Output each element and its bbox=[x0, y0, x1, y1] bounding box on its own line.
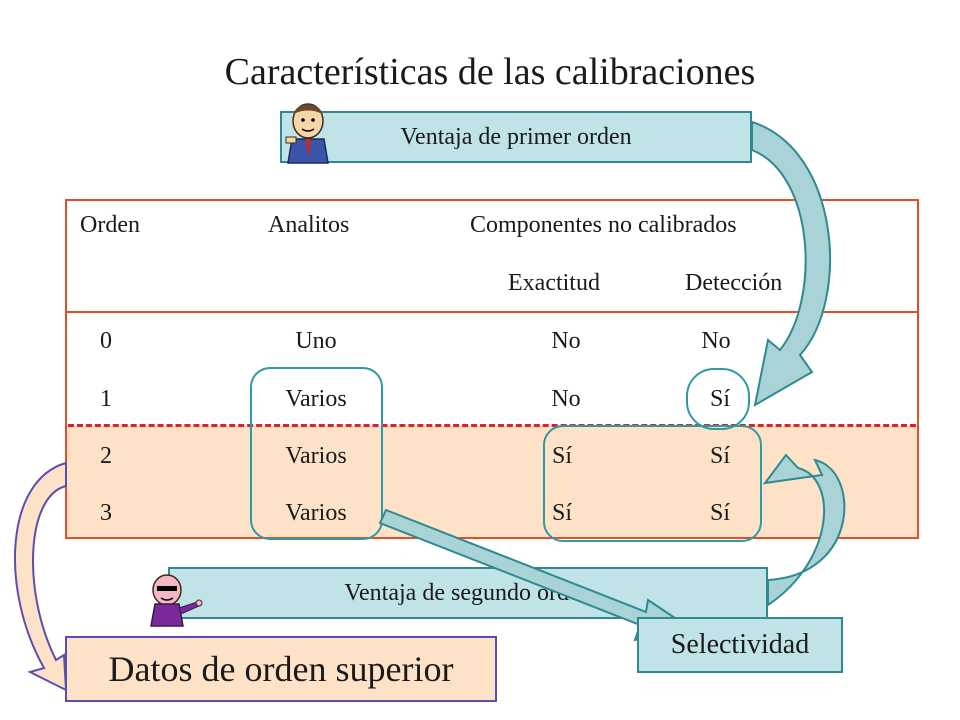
first-order-advantage-box: Ventaja de primer orden bbox=[280, 111, 752, 163]
row-3-deteccion: Sí bbox=[709, 500, 731, 526]
first-order-arrow bbox=[751, 120, 832, 407]
row-3-analitos: Varios bbox=[285, 500, 347, 526]
row-1-analitos: Varios bbox=[285, 386, 347, 412]
first-order-advantage-label: Ventaja de primer orden bbox=[400, 124, 632, 150]
header-separator bbox=[65, 311, 919, 313]
second-order-arrow bbox=[762, 453, 846, 607]
row-1-orden: 1 bbox=[100, 386, 112, 412]
order-divider-dashed-line bbox=[68, 424, 916, 427]
row-2-deteccion: Sí bbox=[709, 443, 731, 469]
header-orden: Orden bbox=[80, 212, 140, 238]
row-0-deteccion: No bbox=[701, 328, 731, 354]
selectivity-box: Selectividad bbox=[637, 617, 843, 673]
row-2-analitos: Varios bbox=[285, 443, 347, 469]
row-3-exactitud: Sí bbox=[551, 500, 573, 526]
header-exactitud: Exactitud bbox=[508, 270, 600, 296]
higher-order-data-label: Datos de orden superior bbox=[108, 649, 454, 689]
deteccion-first-order-highlight bbox=[686, 368, 750, 430]
pointing-person-icon bbox=[150, 574, 203, 627]
row-0-analitos: Uno bbox=[295, 328, 337, 354]
row-2-exactitud: Sí bbox=[551, 443, 573, 469]
row-3-orden: 3 bbox=[100, 500, 112, 526]
calibration-table bbox=[65, 199, 919, 539]
row-0-orden: 0 bbox=[100, 328, 112, 354]
higher-order-arrow bbox=[14, 461, 68, 692]
row-2-orden: 2 bbox=[100, 443, 112, 469]
selectivity-label: Selectividad bbox=[670, 629, 810, 660]
exactitud-deteccion-highlight bbox=[543, 425, 762, 542]
header-componentes: Componentes no calibrados bbox=[470, 212, 737, 238]
page-title: Características de las calibraciones bbox=[224, 51, 756, 93]
analitos-varios-highlight bbox=[250, 367, 383, 540]
header-deteccion: Detección bbox=[685, 270, 783, 296]
businessman-icon bbox=[285, 103, 329, 164]
header-analitos: Analitos bbox=[268, 212, 350, 238]
higher-order-data-box: Datos de orden superior bbox=[65, 636, 497, 702]
row-1-exactitud: No bbox=[551, 386, 581, 412]
row-0-exactitud: No bbox=[551, 328, 581, 354]
